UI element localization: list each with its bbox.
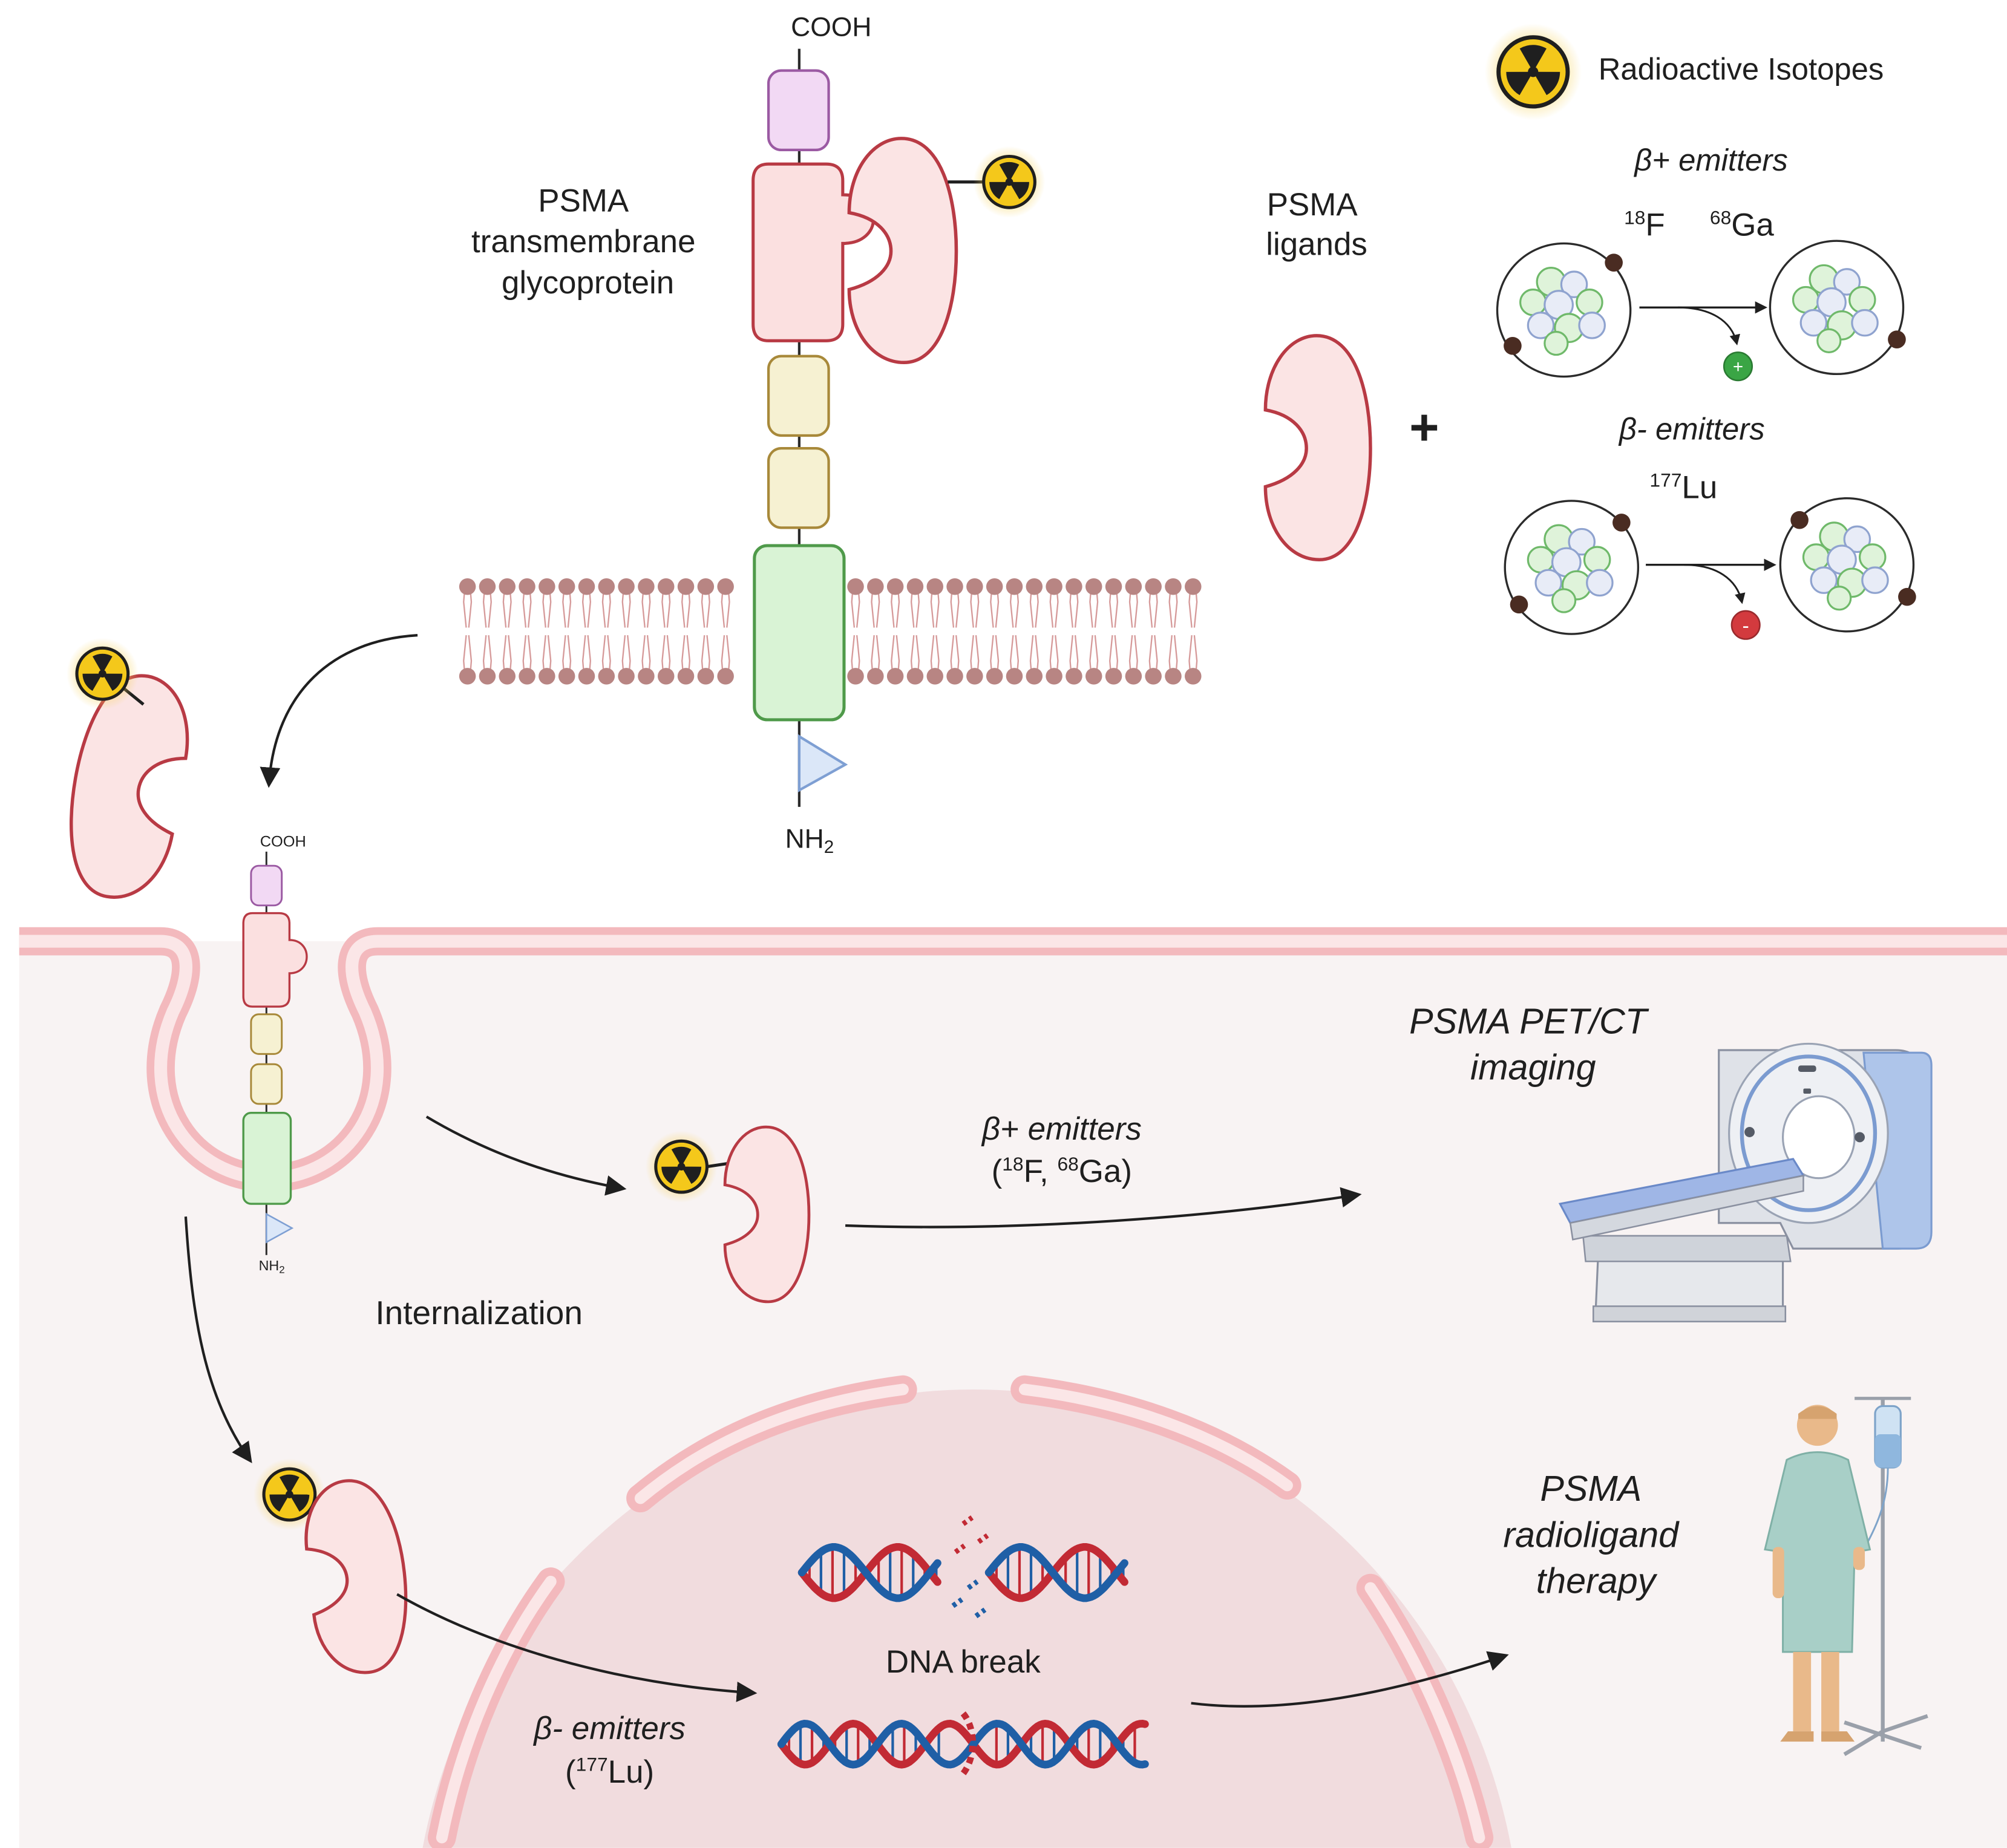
plus-sign: + xyxy=(1409,398,1439,455)
beta-minus-path-isotope: (177Lu) xyxy=(565,1754,654,1790)
arrow-to-pet-ligand xyxy=(425,1115,627,1196)
arrow-to-internalization xyxy=(260,634,418,788)
psma-ligands-label: PSMA ligands xyxy=(1266,187,1367,263)
apical-domain-1 xyxy=(767,354,830,437)
radioactive-icon xyxy=(974,146,1046,218)
internalized-psma xyxy=(242,851,308,1255)
lipid-bilayer xyxy=(459,578,1202,685)
beta-plus-path-isotopes: (18F, 68Ga) xyxy=(992,1153,1132,1189)
dna-broken-icon xyxy=(797,1515,1128,1619)
radioactive-isotopes-label: Radioactive Isotopes xyxy=(1599,51,1884,86)
psma-ligand xyxy=(1265,336,1370,560)
free-ligand-left xyxy=(56,667,198,906)
cooh-label: COOH xyxy=(791,13,871,42)
cooh-domain xyxy=(767,69,830,152)
psma-protein-label: PSMA transmembrane glycoprotein xyxy=(471,183,704,301)
pet-ct-scanner-icon xyxy=(1558,1042,1933,1323)
arrow-to-therapy xyxy=(1191,1651,1509,1708)
positron-sign: + xyxy=(1733,357,1743,377)
arrow-to-therapy-ligand xyxy=(184,1216,252,1463)
beta-minus-path-label: β- emitters xyxy=(532,1711,686,1746)
beta-minus-atom-after xyxy=(1779,497,1916,633)
isotope-ga68: 68Ga xyxy=(1710,207,1774,243)
radioactive-icon-pet xyxy=(646,1131,718,1203)
beta-plus-title: β+ emitters xyxy=(1633,143,1787,177)
radioactive-legend-icon xyxy=(1485,24,1582,120)
cooh-small-label: COOH xyxy=(260,833,306,850)
beta-minus-atom-before xyxy=(1504,500,1640,635)
arrow-to-pet-imaging xyxy=(845,1187,1362,1229)
beta-plus-atom-before xyxy=(1496,242,1632,378)
beta-plus-atom-after xyxy=(1769,240,1906,376)
isotope-lu177: 177Lu xyxy=(1649,469,1717,506)
beta-plus-path-label: β+ emitters xyxy=(981,1111,1142,1147)
beta-minus-title: β- emitters xyxy=(1618,411,1765,446)
electron-icon xyxy=(1730,610,1761,640)
radioactive-icon-left xyxy=(67,638,139,710)
isotope-f18: 18F xyxy=(1624,207,1665,243)
nh2-label: NH2 xyxy=(785,824,834,857)
therapy-title: PSMA radioligand therapy xyxy=(1503,1468,1688,1601)
dna-break-label: DNA break xyxy=(886,1644,1041,1680)
protease-domain xyxy=(751,162,875,342)
dna-intact-icon xyxy=(777,1711,1149,1776)
pet-imaging-title: PSMA PET/CT imaging xyxy=(1409,1001,1657,1087)
electron-sign: - xyxy=(1743,615,1749,638)
internalization-label: Internalization xyxy=(375,1294,583,1331)
positron-icon xyxy=(1723,351,1753,382)
arrow-to-dna xyxy=(396,1593,758,1702)
nh2-small-label: NH2 xyxy=(259,1258,285,1275)
bound-ligand xyxy=(849,139,956,362)
apical-domain-2 xyxy=(767,446,830,529)
nh2-marker-icon xyxy=(797,734,848,792)
patient-iv-icon xyxy=(1764,1397,1928,1756)
transmembrane-domain xyxy=(753,544,846,722)
nucleus xyxy=(422,1389,1511,1848)
